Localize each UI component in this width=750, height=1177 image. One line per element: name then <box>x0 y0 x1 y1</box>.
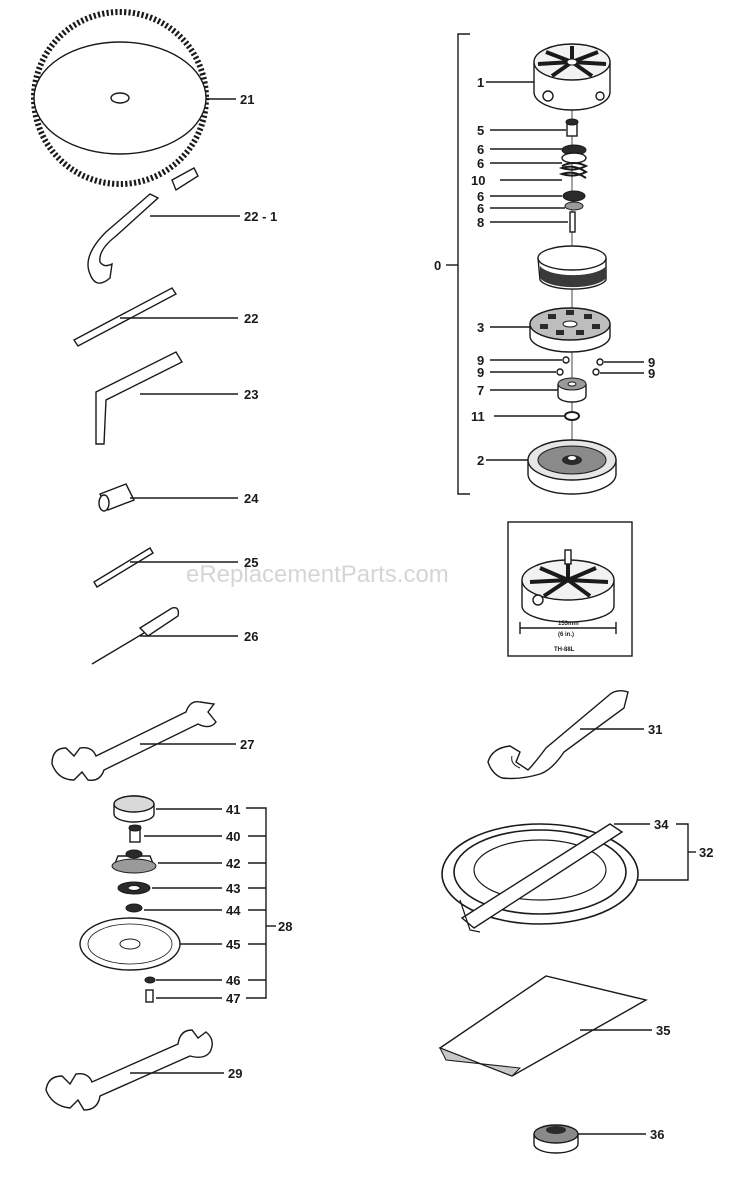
callout-6b: 6 <box>477 156 484 171</box>
bolt-part <box>128 824 142 843</box>
manual-pouch-part <box>438 975 648 1077</box>
callout-26: 26 <box>244 629 258 644</box>
spanner-wrench-part <box>487 689 629 780</box>
pin-part <box>93 547 154 588</box>
callout-32: 32 <box>699 845 713 860</box>
holder-part <box>111 849 157 874</box>
callout-43: 43 <box>226 881 240 896</box>
small-washer-part <box>564 411 580 421</box>
callout-25: 25 <box>244 555 258 570</box>
callout-6a: 6 <box>477 142 484 157</box>
bearing-part <box>117 881 151 895</box>
cap-nut-part <box>533 1124 579 1154</box>
callout-0: 0 <box>434 258 441 273</box>
dish-plate-part <box>79 917 181 971</box>
callout-36: 36 <box>650 1127 664 1142</box>
inset-dimension: 153mm <box>558 621 579 627</box>
cap-part <box>113 795 155 823</box>
watermark: eReplacementParts.com <box>186 561 449 588</box>
callout-2: 2 <box>477 453 484 468</box>
callout-10: 10 <box>471 173 485 188</box>
callout-47: 47 <box>226 991 240 1006</box>
inset-model: TH-88L <box>554 647 575 653</box>
washer-stack-part <box>558 144 589 211</box>
callout-6d: 6 <box>477 201 484 216</box>
rod-part <box>72 287 178 347</box>
inset-head-figure: 153mm (6 in.) TH-88L <box>507 521 633 657</box>
head-base-part <box>527 439 617 495</box>
callout-8: 8 <box>477 215 484 230</box>
spool-plate-part <box>529 307 611 353</box>
screwdriver-part <box>91 606 180 665</box>
washer-part <box>125 903 143 913</box>
shaft-part <box>569 211 576 233</box>
callout-22-1: 22 - 1 <box>244 209 277 224</box>
hub-part <box>557 377 587 403</box>
callout-22: 22 <box>244 311 258 326</box>
callout-34: 34 <box>654 817 669 832</box>
nut-part <box>144 976 156 984</box>
callout-46: 46 <box>226 973 240 988</box>
callout-9a: 9 <box>477 353 484 368</box>
inset-dimension-sub: (6 in.) <box>558 632 574 638</box>
callout-6c: 6 <box>477 189 484 204</box>
spool-ring-part <box>537 245 607 290</box>
callout-31: 31 <box>648 722 662 737</box>
double-wrench-part <box>45 1029 213 1111</box>
callout-40: 40 <box>226 829 240 844</box>
callout-9c: 9 <box>648 355 655 370</box>
callout-27: 27 <box>240 737 254 752</box>
screw-part <box>145 989 154 1003</box>
callout-41: 41 <box>226 802 240 817</box>
callout-45: 45 <box>226 937 240 952</box>
callout-1: 1 <box>477 75 484 90</box>
callout-44: 44 <box>226 903 241 918</box>
callout-42: 42 <box>226 856 240 871</box>
socket-part <box>98 483 135 512</box>
callout-21: 21 <box>240 92 254 107</box>
callout-9b: 9 <box>477 365 484 380</box>
harness-ring-part <box>441 823 639 933</box>
hook-handle-part <box>87 167 199 284</box>
callout-3: 3 <box>477 320 484 335</box>
callout-29: 29 <box>228 1066 242 1081</box>
hex-key-part <box>95 351 183 445</box>
open-wrench-part <box>51 701 217 781</box>
callout-28: 28 <box>278 919 292 934</box>
callout-35: 35 <box>656 1023 670 1038</box>
callout-9d: 9 <box>648 366 655 381</box>
callout-23: 23 <box>244 387 258 402</box>
pins-part <box>556 356 604 376</box>
head-cover-part <box>533 43 611 111</box>
callout-24: 24 <box>244 491 259 506</box>
center-bolt-part <box>565 118 579 137</box>
callout-11: 11 <box>471 409 485 424</box>
callout-5: 5 <box>477 123 484 138</box>
callout-7: 7 <box>477 383 484 398</box>
saw-blade-part <box>31 9 209 187</box>
